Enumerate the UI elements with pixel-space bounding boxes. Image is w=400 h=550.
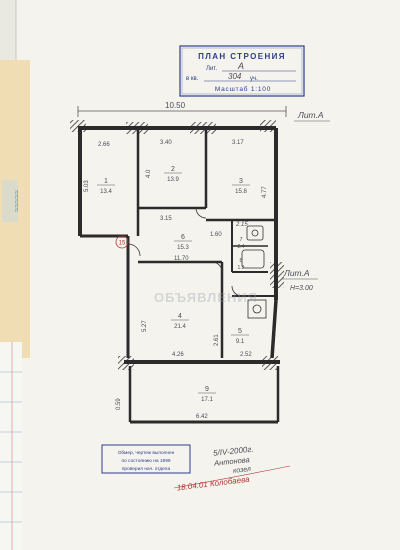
room-label-4: 4 21.4 bbox=[171, 313, 189, 330]
handwritten-extra: козел bbox=[233, 466, 252, 475]
circle-label: 15 bbox=[119, 241, 126, 247]
plan-stamp: ПЛАН СТРОЕНИЯ Лит. А в кв. 304 уч. Масшт… bbox=[179, 45, 305, 97]
circled-annotation: 15 bbox=[115, 235, 129, 249]
stamp-scale: Масштаб 1:100 bbox=[215, 85, 271, 93]
room2-width-label: 3.40 bbox=[160, 140, 172, 146]
handwritten-name: Антонова bbox=[213, 455, 250, 468]
room-label-2: 2 13.9 bbox=[164, 166, 182, 183]
bottom-stamp-line3: проверил нач. отдела bbox=[122, 467, 171, 472]
walls bbox=[78, 126, 280, 424]
kitchen-depth-label: 2.61 bbox=[214, 334, 220, 346]
paper-sheet bbox=[16, 0, 400, 550]
room-area: 21.4 bbox=[174, 324, 186, 330]
room-area: 13.9 bbox=[167, 177, 179, 183]
bottom-stamp: Обмер, чертеж выполнен по состоянию на 1… bbox=[101, 444, 191, 474]
room-number: 3 bbox=[239, 178, 243, 185]
room-number: 2 bbox=[171, 166, 175, 173]
svg-text:≈≈≈≈≈: ≈≈≈≈≈ bbox=[12, 190, 21, 213]
stamp-building-value: 304 bbox=[228, 72, 242, 81]
handwritten-date: 5/IV-2000г. bbox=[213, 445, 254, 458]
room-number: 5 bbox=[238, 328, 242, 335]
room-area: 1.9 bbox=[238, 265, 245, 271]
balcony-width-label: 6.42 bbox=[196, 414, 208, 420]
lit-a-top: Лит.А bbox=[297, 110, 324, 120]
room-number: 7 bbox=[239, 237, 242, 243]
room-label-3: 3 15.8 bbox=[232, 178, 250, 195]
overall-dimension: 10.50 bbox=[77, 101, 287, 117]
room1-width-label: 2.66 bbox=[98, 142, 110, 148]
room-number: 1 bbox=[104, 178, 108, 185]
room-area: 17.1 bbox=[201, 397, 213, 403]
room1-depth-label: 5.03 bbox=[84, 180, 90, 192]
room4-depth-label: 5.27 bbox=[142, 320, 148, 332]
hall-width-label: 3.15 bbox=[160, 216, 172, 222]
height-label: Н=3.00 bbox=[290, 285, 313, 292]
bottom-stamp-line2: по состоянию на 1999 bbox=[121, 458, 170, 464]
kitchen-width-label: 2.52 bbox=[240, 352, 252, 358]
room4-width-label: 4.26 bbox=[172, 352, 184, 358]
room-number: 4 bbox=[178, 313, 182, 320]
room-number: 9 bbox=[205, 386, 209, 393]
balcony-depth-label: 0.59 bbox=[116, 398, 122, 410]
room-label-9: 9 17.1 bbox=[198, 386, 216, 403]
room-label-6: 6 15.3 bbox=[174, 234, 192, 251]
room-number: 6 bbox=[181, 234, 185, 241]
room3-depth-label: 4.77 bbox=[262, 186, 268, 198]
stamp-title: ПЛАН СТРОЕНИЯ bbox=[198, 52, 286, 61]
room-label-5: 5 9.1 bbox=[231, 328, 249, 345]
hall-lower-label: 11.70 bbox=[174, 256, 189, 262]
room-number: 8 bbox=[239, 258, 242, 264]
red-underline bbox=[173, 465, 291, 489]
stamp-building-prefix: в кв. bbox=[186, 76, 199, 82]
bathroom-fixtures bbox=[241, 225, 267, 319]
sticky-note: ≈≈≈≈≈ bbox=[0, 60, 30, 358]
stamp-lit-value: А bbox=[237, 61, 244, 71]
handwritten-notes: 5/IV-2000г. Антонова козел bbox=[213, 445, 254, 475]
room-area: 15.8 bbox=[235, 189, 247, 195]
stamp-lit-label: Лит. bbox=[206, 66, 217, 72]
room-area: 9.1 bbox=[236, 339, 245, 345]
bath-label: 2.15 bbox=[235, 222, 248, 228]
stamp-building-suffix: уч. bbox=[250, 76, 258, 82]
room-area: 2.4 bbox=[238, 244, 245, 250]
room3-width-label: 3.17 bbox=[232, 140, 244, 146]
bottom-stamp-line1: Обмер, чертеж выполнен bbox=[118, 450, 175, 456]
room-area: 15.3 bbox=[177, 245, 189, 251]
watermark: ОБЪЯВЛЕНИЯ bbox=[154, 290, 258, 305]
door-arcs bbox=[127, 207, 243, 297]
room-label-7: 7 2.4 bbox=[238, 237, 245, 250]
lit-a-right: Лит.А bbox=[283, 268, 310, 278]
hall-gap-label: 1.60 bbox=[210, 232, 222, 238]
lined-paper bbox=[0, 342, 22, 550]
room-label-8: 8 1.9 bbox=[238, 258, 245, 271]
room-label-1: 1 13.4 bbox=[97, 178, 115, 195]
room-area: 13.4 bbox=[100, 189, 112, 195]
overall-width-label: 10.50 bbox=[165, 101, 186, 110]
room2-depth-label: 4.0 bbox=[146, 169, 152, 178]
